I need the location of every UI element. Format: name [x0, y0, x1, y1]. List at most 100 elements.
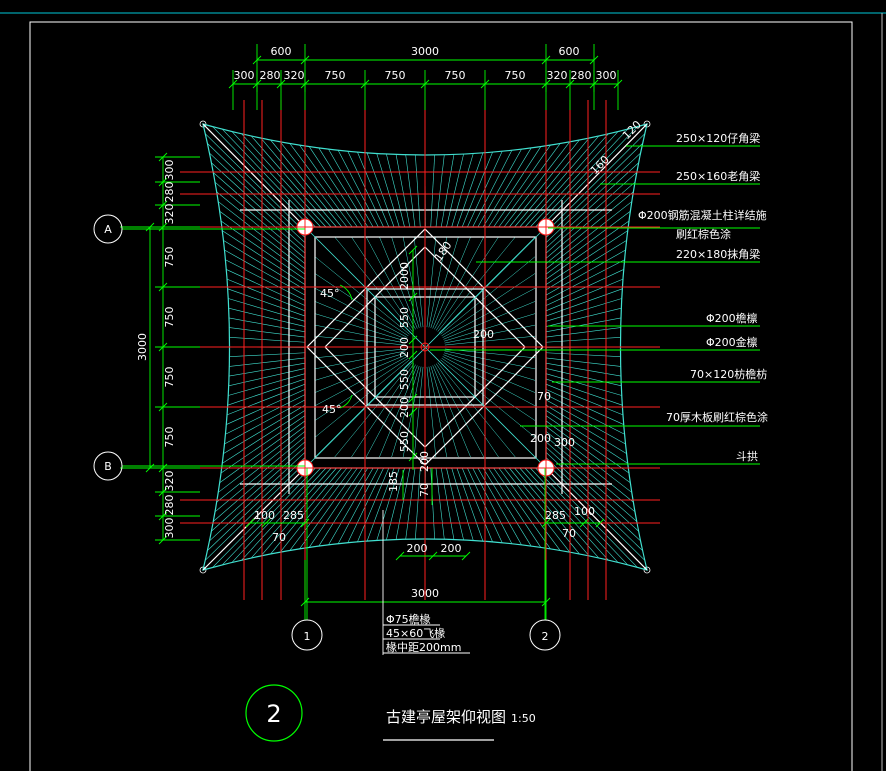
rafter-line [456, 467, 484, 542]
rafter-line [545, 269, 624, 306]
dim-left-1: 280 [163, 182, 176, 203]
rafter-line [430, 467, 435, 540]
rafter-line [545, 298, 622, 322]
rafter-line [229, 337, 306, 343]
dim-tick [428, 551, 438, 561]
rafter-line [222, 128, 316, 228]
rafter-line [347, 467, 384, 543]
inner-rafter-line [365, 364, 416, 458]
dim-left-6: 750 [163, 427, 176, 448]
rafter-line [545, 378, 623, 406]
rafter-line [241, 133, 327, 228]
rafter-line [229, 352, 306, 357]
columns [296, 218, 555, 477]
callout-4: 220×180抹角梁 [676, 247, 760, 261]
rafter-line [357, 152, 390, 228]
rafter-line [509, 139, 580, 228]
rafter-line [205, 133, 306, 233]
corner-bl-285: 285 [283, 509, 304, 522]
column-b1 [296, 459, 314, 477]
angle-45-bottom: 45° [322, 403, 342, 416]
dim-tick [408, 452, 418, 462]
rafter-line [440, 467, 455, 540]
rafter-line [229, 357, 306, 367]
rafter-line [228, 368, 306, 387]
callout-1: 250×160老角梁 [676, 169, 760, 183]
rafter-line [220, 415, 306, 474]
rafter-line [299, 144, 358, 228]
inner-rafter-line [402, 366, 422, 458]
rafter-line [241, 467, 327, 561]
corner-bl-100: 100 [254, 509, 275, 522]
inner-rafter-line [351, 236, 415, 331]
rafter-line [545, 337, 621, 343]
rafter-line [545, 357, 621, 367]
rafter-line [337, 467, 379, 544]
dim-bottom-3000: 3000 [411, 587, 439, 600]
callouts: 250×120仔角梁 250×160老角梁 Φ200钢筋混凝土柱详结施 刷红棕色… [638, 131, 768, 463]
rafter-line [222, 410, 306, 464]
rafter-line [226, 269, 306, 306]
rafter-line [493, 144, 551, 228]
inner-rafter-line [435, 236, 499, 331]
rafter-line [395, 154, 411, 228]
rafter-line [545, 436, 636, 513]
rafter-line [328, 467, 374, 546]
inner-rafter-line [432, 236, 471, 329]
rafter-line [545, 410, 628, 464]
dim-top-i6: 750 [505, 69, 526, 82]
dim-tick [408, 350, 418, 360]
dim-70-a: 70 [537, 390, 551, 403]
rafter-line [519, 467, 599, 559]
dim-left-9: 300 [163, 518, 176, 539]
rafter-line [482, 467, 532, 547]
corner-bl-70: 70 [272, 531, 286, 544]
dim-tick [408, 393, 418, 403]
callout-9: 斗拱 [736, 449, 758, 463]
inner-rafter-line [426, 236, 437, 328]
inner-rafter-line [438, 236, 536, 334]
inner-rafter-line [428, 236, 448, 328]
grid-bubble-a: A [93, 214, 123, 244]
rafter-line [224, 249, 306, 296]
inner-rafter-line [442, 287, 536, 338]
rafter-line [545, 373, 622, 396]
grid-bubble-2: 2 [529, 619, 561, 651]
rafter-line [545, 307, 622, 327]
inner-rafter-line [435, 363, 499, 458]
rafter-line [376, 467, 400, 541]
rafter-line [251, 467, 332, 559]
drawing-title: 古建亭屋架仰视图 [386, 708, 506, 726]
inner-rafter-line [434, 364, 485, 458]
inner-rafter-line [434, 236, 485, 330]
rafter-line [498, 467, 561, 551]
rafter-line [318, 467, 369, 547]
rafter-line [211, 162, 306, 249]
dim-tick [300, 518, 310, 528]
inner-rafter-line [314, 357, 409, 421]
rafter-line [226, 383, 306, 416]
dim-tick [579, 518, 589, 528]
rafter-line [545, 327, 621, 338]
dim-top-i9: 300 [596, 69, 617, 82]
inner-rafter-line [334, 362, 413, 458]
inner-dims: 180 2000 200 550 200 550 200 550 70 200 … [320, 118, 644, 497]
dim-left-2: 320 [163, 204, 176, 225]
rafter-line [386, 153, 405, 228]
rafter-line [337, 150, 379, 228]
column-a1 [296, 218, 314, 236]
sheet-frame [29, 21, 853, 771]
inner-rafter-line [432, 365, 471, 458]
rafter-line [472, 150, 513, 228]
rafter-line [227, 288, 306, 317]
rafter-line [225, 394, 306, 435]
rafter-line [545, 162, 639, 249]
rafter-line [446, 153, 464, 228]
rafter-line [545, 172, 637, 254]
dim-bottom-200-left: 200 [407, 542, 428, 555]
inner-rafter-line [413, 366, 424, 458]
rafter-line [535, 128, 628, 228]
dim-top-600-right: 600 [559, 45, 580, 58]
rafter-line [251, 135, 332, 228]
rafter-line [472, 467, 513, 544]
